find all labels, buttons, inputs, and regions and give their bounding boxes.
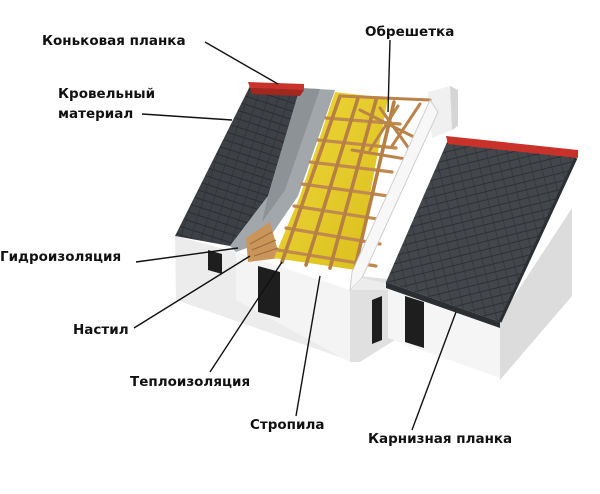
- membrane-shade: [262, 88, 320, 222]
- door: [258, 266, 280, 318]
- leader-decking: [133, 255, 251, 329]
- leader-insulation: [209, 261, 283, 373]
- label-lathing: Обрешетка: [365, 24, 454, 40]
- ridge-cap: [248, 82, 304, 90]
- leader-roofing: [141, 113, 233, 121]
- chimney: [428, 86, 452, 138]
- label-ridge: Коньковая планка: [42, 33, 186, 49]
- wing-wall-side: [500, 208, 572, 380]
- rafters: [280, 94, 396, 274]
- gable-board-lower: [350, 278, 390, 290]
- house: [175, 86, 572, 380]
- leader-eave: [411, 311, 457, 431]
- leader-lathing: [387, 39, 391, 113]
- leader-lines: [133, 39, 457, 431]
- wing-ridge-cap: [446, 136, 578, 158]
- wing-roof: [386, 136, 578, 328]
- main-roof: [175, 82, 439, 292]
- label-eave: Карнизная планка: [368, 431, 512, 447]
- leader-ridge: [204, 41, 279, 85]
- window: [405, 296, 424, 348]
- roof-truss: [338, 94, 432, 162]
- label-roofing-line2: материал: [58, 106, 133, 122]
- leader-waterproofing: [135, 247, 239, 263]
- wing-eave-edge: [386, 282, 500, 328]
- chimney-side: [450, 86, 458, 130]
- labels: Коньковая планка Кровельный материал Обр…: [0, 24, 512, 447]
- label-insulation: Теплоизоляция: [130, 374, 250, 390]
- leader-rafters: [295, 275, 321, 417]
- window: [208, 250, 222, 274]
- roofing-shingles: [175, 86, 300, 246]
- label-decking: Настил: [73, 322, 129, 338]
- window: [372, 296, 382, 344]
- ridge-cap-side: [250, 88, 304, 96]
- label-rafters: Стропила: [250, 417, 324, 433]
- label-waterproofing: Гидроизоляция: [0, 249, 121, 265]
- label-roofing-line1: Кровельный: [58, 86, 155, 102]
- wing-roof-shingles: [386, 140, 576, 322]
